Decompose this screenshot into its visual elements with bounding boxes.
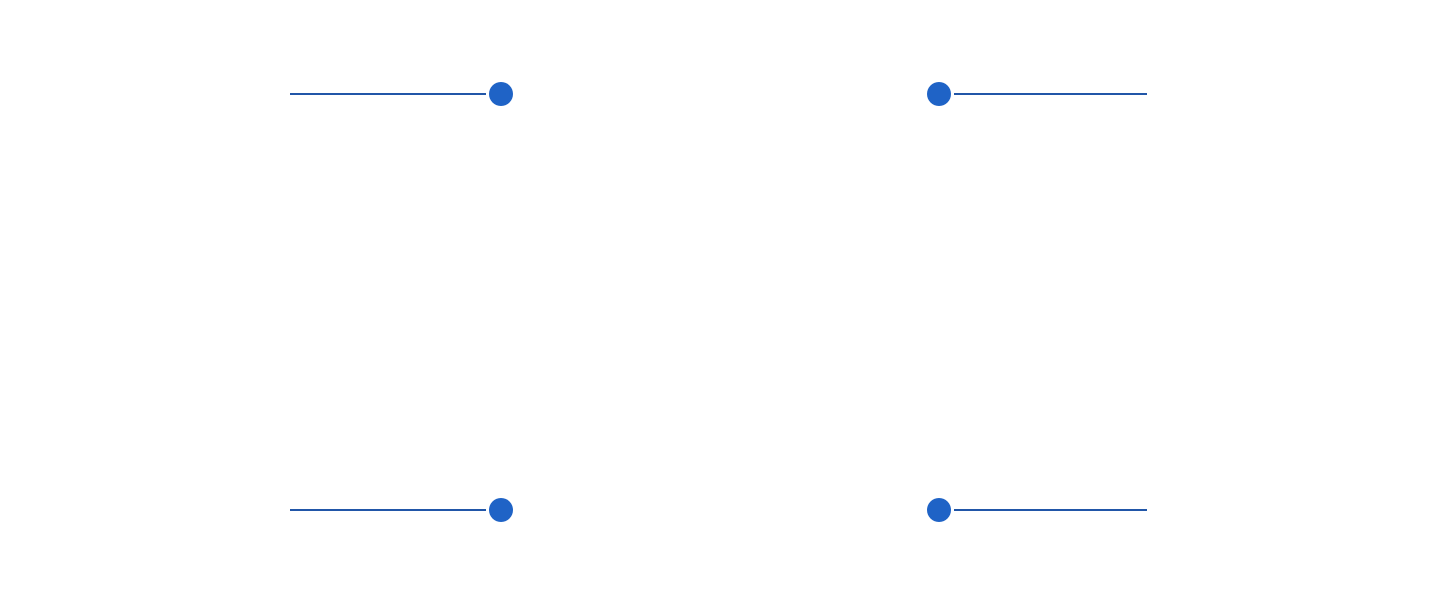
connector-line [954,509,1147,511]
connector-line [290,509,486,511]
connector-top-left [290,82,515,106]
connector-line [954,93,1147,95]
connector-dot-icon [927,82,951,106]
connector-line [290,93,486,95]
connector-bottom-right [927,498,1152,522]
connector-dot-icon [489,82,513,106]
connector-dot-icon [489,498,513,522]
connector-top-right [927,82,1152,106]
connector-dot-icon [927,498,951,522]
connector-bottom-left [290,498,515,522]
